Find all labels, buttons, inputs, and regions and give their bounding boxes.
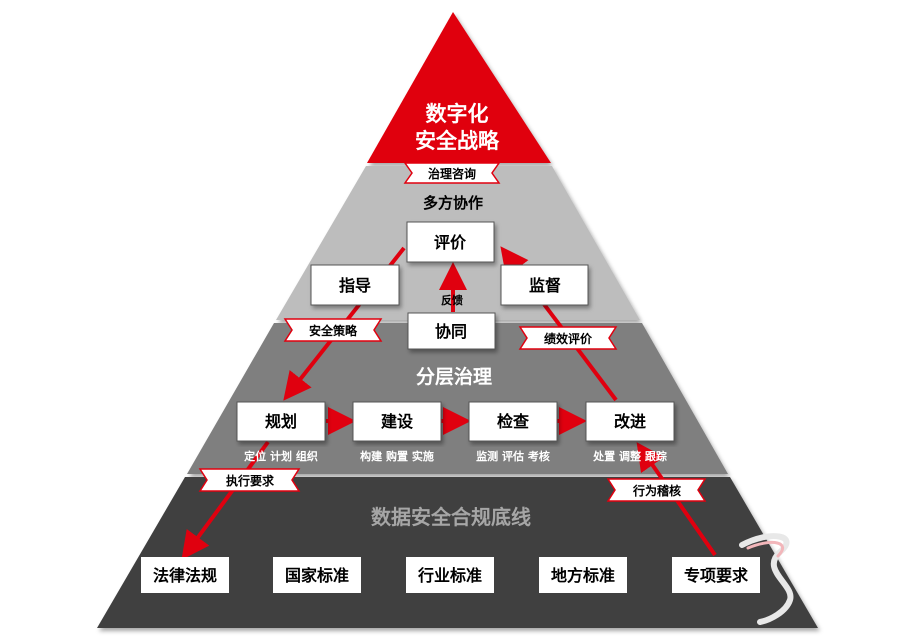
- cooperate-label: 协同: [435, 322, 467, 341]
- step-box-plan: [236, 401, 326, 442]
- baseline-title: 数据安全合规底线: [371, 505, 531, 529]
- standard-law: 法律法规: [153, 566, 217, 585]
- step-box-improve: [585, 401, 675, 442]
- step-sub-plan: 定位 计划 组织: [244, 449, 318, 463]
- tag-exec-shape: [198, 468, 301, 492]
- step-sub-check: 监测 评估 考核: [476, 449, 550, 463]
- standard-box-local: [539, 557, 627, 593]
- step-label-plan: 规划: [265, 412, 297, 431]
- strategy-title-line2: 安全战略: [415, 129, 500, 153]
- tag-perf: 绩效评价: [544, 331, 593, 346]
- guide-label: 指导: [339, 276, 371, 295]
- step-box-build: [352, 401, 442, 442]
- standard-industry: 行业标准: [417, 566, 482, 585]
- tag-audit: 行为稽核: [632, 483, 681, 498]
- step-label-improve: 改进: [614, 412, 646, 431]
- standard-local: 地方标准: [551, 566, 615, 585]
- collab-title: 多方协作: [423, 194, 483, 212]
- step-sub-build: 构建 购置 实施: [360, 449, 434, 463]
- arrow-plan-to-law: [181, 440, 270, 560]
- swoosh-logo: [739, 533, 794, 625]
- standard-box-special: [672, 557, 760, 593]
- tags: [198, 162, 707, 502]
- guide-box: [310, 264, 400, 306]
- tag-consult: 治理咨询: [428, 166, 476, 181]
- tag-exec: 执行要求: [226, 473, 275, 488]
- swoosh-stroke-pink: [746, 541, 785, 558]
- swoosh-stroke-white: [739, 533, 794, 625]
- tag-audit-shape: [606, 478, 707, 502]
- standard-box-industry: [406, 557, 494, 593]
- standard-box-law: [141, 557, 229, 593]
- step-label-build: 建设: [381, 412, 414, 431]
- tier-baseline: [97, 477, 818, 628]
- standard-national: 国家标准: [285, 566, 349, 585]
- tag-perf-shape: [518, 326, 618, 350]
- cooperate-box: [407, 312, 496, 350]
- standards-boxes: [141, 557, 760, 593]
- tag-strategy: 安全策略: [309, 323, 358, 338]
- evaluate-box: [406, 221, 495, 263]
- evaluate-label: 评价: [434, 233, 467, 252]
- step-box-check: [468, 401, 558, 442]
- tag-consult-shape: [403, 162, 501, 184]
- tag-strategy-shape: [283, 318, 383, 342]
- feedback-label: 反馈: [441, 293, 463, 307]
- step-sub-improve: 处置 调整 跟踪: [592, 449, 667, 463]
- collab-boxes: [310, 221, 589, 350]
- process-boxes: [236, 401, 675, 442]
- step-label-check: 检查: [497, 412, 529, 431]
- standard-special: 专项要求: [684, 566, 749, 585]
- supervise-box: [500, 264, 589, 306]
- govern-title: 分层治理: [416, 365, 492, 388]
- tier-strategy: [367, 12, 551, 163]
- strategy-title-line1: 数字化: [426, 102, 489, 126]
- standard-box-national: [273, 557, 361, 593]
- supervise-label: 监督: [529, 276, 561, 295]
